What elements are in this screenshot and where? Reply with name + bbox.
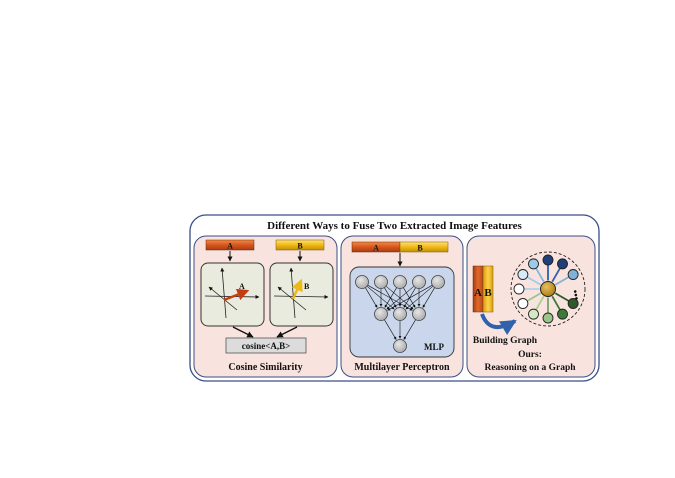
mlp-neuron bbox=[355, 275, 369, 289]
mlp-neuron bbox=[412, 275, 426, 289]
cosine-panel: A B A B cosine<A,B> Cosine Similarity bbox=[193, 235, 338, 378]
building-graph-arrow bbox=[480, 313, 517, 336]
graph-edge bbox=[535, 267, 545, 283]
graph-node bbox=[528, 308, 539, 320]
mlp-feature-b-bar bbox=[399, 241, 449, 253]
graph-caption-line1: Ours: bbox=[518, 350, 542, 360]
arrow-a-to-cosine bbox=[232, 326, 254, 338]
mlp-neuron bbox=[412, 307, 426, 321]
mlp-neuron bbox=[374, 275, 388, 289]
vector-a-axes-box bbox=[200, 262, 265, 327]
graph-edge bbox=[535, 295, 545, 311]
mlp-neuron bbox=[431, 275, 445, 289]
mlp-edge bbox=[384, 287, 397, 308]
mlp-edge bbox=[386, 285, 415, 310]
graph-caption-line2: Reasoning on a Graph bbox=[484, 363, 576, 373]
graph-edges bbox=[524, 265, 570, 313]
mlp-edge bbox=[405, 285, 434, 310]
graph-edge bbox=[554, 292, 570, 302]
vector-b-arrow bbox=[291, 278, 303, 300]
axis-b-y bbox=[289, 267, 296, 319]
graph-node bbox=[557, 308, 568, 320]
mlp-edge bbox=[422, 287, 435, 308]
stack-b-label: B bbox=[484, 287, 492, 299]
graph-center-node bbox=[540, 281, 556, 297]
graph-node bbox=[513, 283, 525, 295]
mlp-edge bbox=[366, 285, 395, 310]
graph-node bbox=[528, 258, 539, 270]
graph-panel: A B ••• Building Graph Ours: Reasoning o… bbox=[466, 235, 596, 378]
mlp-edge bbox=[387, 284, 433, 311]
graph-edge bbox=[551, 267, 561, 283]
feature-a-bar bbox=[205, 239, 255, 251]
stack-a-label: A bbox=[474, 287, 482, 299]
graph-node bbox=[517, 298, 529, 309]
graph-node bbox=[542, 312, 554, 324]
mlp-edge bbox=[403, 319, 416, 340]
graph-node bbox=[567, 298, 579, 309]
graph-panel-bg bbox=[466, 235, 596, 378]
feature-b-label: B bbox=[297, 242, 303, 251]
mlp-caption: Multilayer Perceptron bbox=[354, 362, 450, 373]
mlp-nodes bbox=[355, 275, 445, 353]
mlp-neuron bbox=[374, 307, 388, 321]
graph-edge bbox=[551, 295, 561, 311]
axis-a-z bbox=[208, 286, 238, 311]
vector-b-axes-box bbox=[269, 262, 334, 327]
mlp-feature-b-label: B bbox=[417, 244, 423, 253]
graph-edge bbox=[526, 292, 542, 302]
axis-b-x bbox=[273, 294, 329, 299]
graph-node bbox=[517, 269, 529, 280]
graph-node bbox=[542, 254, 554, 266]
cosine-caption: Cosine Similarity bbox=[228, 362, 302, 373]
mlp-panel: A B MLP Multilayer Perceptron bbox=[340, 235, 464, 378]
vector-a-arrow bbox=[223, 288, 250, 302]
mlp-edge bbox=[365, 287, 378, 308]
graph-node bbox=[567, 269, 579, 280]
mlp-edge bbox=[403, 287, 416, 308]
graph-boundary bbox=[510, 251, 586, 327]
graph-ellipsis: ••• bbox=[569, 289, 582, 302]
graph-edge bbox=[526, 276, 542, 286]
vector-a-label: A bbox=[239, 282, 245, 291]
mlp-neuron bbox=[393, 275, 407, 289]
feature-b-bar bbox=[275, 239, 325, 251]
stack-feature-b bbox=[482, 265, 494, 313]
mlp-feature-a-label: A bbox=[373, 244, 379, 253]
graph-nodes bbox=[513, 254, 579, 324]
cosine-formula-box bbox=[225, 337, 307, 354]
vector-b-label: B bbox=[304, 282, 310, 291]
graph-edge bbox=[554, 276, 570, 286]
feature-a-label: A bbox=[227, 242, 233, 251]
building-graph-label: Building Graph bbox=[473, 336, 538, 346]
arrow-b-to-cosine bbox=[276, 326, 298, 338]
figure-title: Different Ways to Fuse Two Extracted Ima… bbox=[267, 220, 522, 232]
mlp-neuron bbox=[393, 307, 407, 321]
mlp-edge bbox=[385, 285, 414, 310]
mlp-box-label: MLP bbox=[424, 342, 444, 352]
mlp-neuron bbox=[393, 339, 407, 353]
mlp-edge bbox=[384, 319, 397, 340]
mlp-edge bbox=[384, 287, 397, 308]
axis-a-y bbox=[220, 267, 227, 319]
cosine-formula: cosine<A,B> bbox=[242, 341, 291, 351]
mlp-edges bbox=[365, 284, 435, 340]
graph-node bbox=[557, 258, 568, 270]
